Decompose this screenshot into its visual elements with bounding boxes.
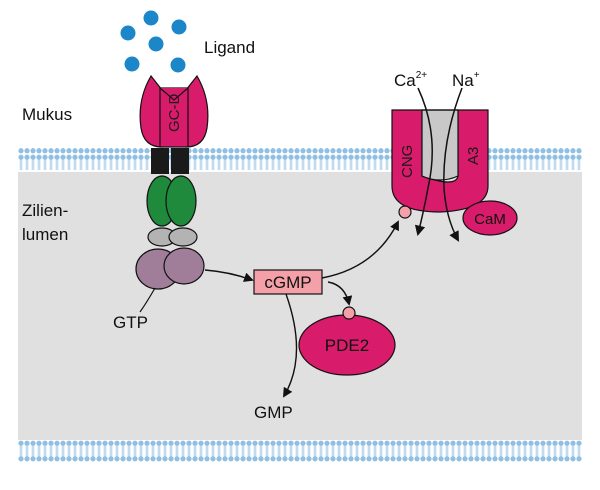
a3-label: A3 <box>465 147 482 165</box>
arrow-na-influx <box>443 87 463 242</box>
gtp-label: GTP <box>113 313 148 332</box>
arrow-gtp-to-cgmp <box>204 269 254 282</box>
cng-binding-site <box>398 205 412 219</box>
cgmp-label: cGMP <box>264 273 311 292</box>
pde2-label: PDE2 <box>325 336 369 355</box>
zilien-label-line2: lumen <box>22 225 68 244</box>
ca-label-text: Ca <box>394 71 416 90</box>
ca-label: Ca2+ <box>394 70 427 90</box>
mukus-label: Mukus <box>22 105 72 124</box>
cgmp-box <box>253 269 323 295</box>
arrow-cgmp-to-pde2 <box>327 281 353 306</box>
gmp-label: GMP <box>254 403 293 422</box>
membrane-top <box>18 148 582 170</box>
cam-label: CaM <box>474 211 506 228</box>
ca-charge: 2+ <box>416 70 428 81</box>
pde2-binding-site <box>342 306 356 320</box>
na-charge: + <box>474 70 480 81</box>
ligand-molecules <box>120 10 187 73</box>
ligand-label: Ligand <box>204 38 255 57</box>
zilien-label-line1: Zilien- <box>22 201 68 220</box>
na-label: Na+ <box>452 70 480 90</box>
membrane-bottom <box>18 440 582 462</box>
gcd-label: GC-D <box>166 94 183 132</box>
arrow-cgmp-to-gmp <box>282 293 298 398</box>
na-label-text: Na <box>452 71 474 90</box>
cng-label: CNG <box>399 145 416 178</box>
cng-channel: CNG A3 CaM <box>391 109 518 236</box>
calmodulin <box>462 200 518 236</box>
arrow-ca-influx <box>414 87 433 237</box>
arrow-cgmp-to-cng <box>321 220 399 279</box>
gtp-connector <box>139 287 156 313</box>
gcd-receptor: GC-D <box>135 74 209 290</box>
